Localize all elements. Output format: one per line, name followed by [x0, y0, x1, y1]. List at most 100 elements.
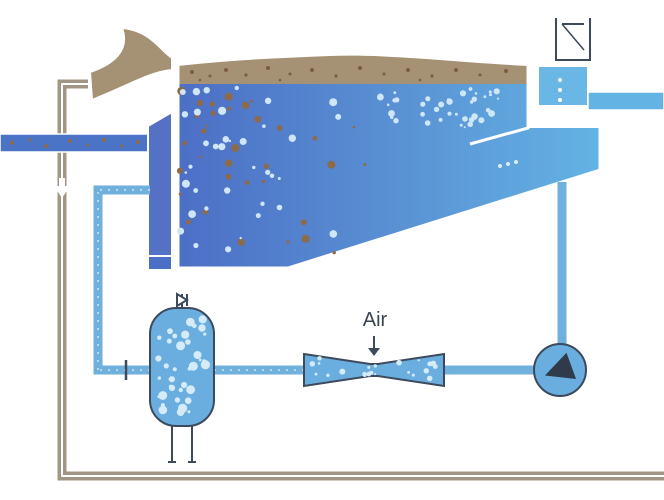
relief-valve-icon [176, 292, 189, 308]
floc-particle [246, 104, 250, 108]
venturi-bubble [339, 368, 346, 375]
air-bubble [218, 106, 227, 115]
saturator-bubble [168, 384, 172, 388]
floc-particle [276, 125, 283, 131]
air-bubble [488, 90, 492, 94]
saturator-bubble [185, 339, 191, 345]
venturi-bubble [432, 364, 438, 369]
air-bubble [459, 123, 463, 127]
air-bubble [469, 100, 474, 104]
air-bubble [471, 96, 477, 102]
saturator-bubble [158, 405, 168, 415]
air-bubble [394, 97, 400, 103]
air-bubble [467, 121, 474, 128]
air-bubble [393, 118, 399, 124]
air-bubble [425, 96, 431, 102]
air-bubble [228, 139, 232, 143]
floc-particle [205, 124, 209, 128]
air-bubble [276, 204, 283, 211]
air-bubble [260, 201, 265, 206]
air-bubble [488, 110, 495, 117]
saturator-bubble [186, 385, 196, 395]
air-bubble [262, 124, 266, 128]
air-bubble [193, 108, 201, 116]
pump-triangle-icon [544, 352, 577, 380]
saturator-bubble [198, 358, 202, 362]
venturi-bubble [362, 372, 367, 377]
saturator-bubble [198, 324, 206, 332]
saturator-bubble [168, 377, 172, 381]
saturator-bubble [200, 360, 210, 370]
floc-particle [209, 101, 215, 107]
floc-particle [262, 179, 266, 184]
floc-particle [176, 167, 184, 174]
air-bubble [224, 187, 231, 194]
saturator-bubble [187, 410, 191, 414]
venturi-bubble [427, 361, 433, 367]
air-bubble [265, 169, 271, 175]
air-bubble [204, 206, 209, 211]
air-bubble [234, 85, 239, 91]
air-bubble [218, 143, 226, 151]
air-bubble [269, 173, 275, 179]
saturator-bubble [188, 361, 198, 371]
air-label: Air [362, 309, 388, 331]
air-bubble [181, 111, 189, 118]
floc-particle [312, 135, 318, 141]
floc-particle [178, 192, 182, 196]
air-bubble [329, 230, 338, 238]
recycle-pipe [93, 182, 567, 380]
air-bubble [420, 111, 425, 117]
air-bubble [468, 87, 473, 91]
floc-particle [241, 101, 250, 110]
venturi-bubble [423, 368, 429, 374]
air-bubble [433, 106, 440, 113]
air-arrow-icon [368, 336, 380, 356]
flotation-tank [147, 18, 602, 271]
air-bubble [468, 117, 475, 123]
saturator-bubble [172, 333, 178, 339]
air-bubble [446, 98, 450, 102]
inlet-pipe [0, 133, 149, 153]
venturi-bubbles [309, 356, 438, 382]
venturi-bubble [309, 361, 315, 367]
air-bubble [388, 110, 395, 117]
air-bubble [239, 138, 247, 145]
venturi-bubble [367, 365, 371, 369]
air-bubble [459, 90, 467, 97]
saturator-bubble [193, 351, 202, 359]
floc-particle [186, 219, 192, 225]
floc-particle [301, 234, 310, 243]
air-bubble [489, 93, 492, 97]
air-bubble [420, 101, 426, 107]
floc-particle [231, 144, 240, 152]
air-bubble [463, 126, 466, 129]
air-injector [303, 336, 445, 388]
saturator-bubble [158, 391, 168, 400]
float-sludge-particles [190, 66, 508, 82]
saturator-bubble [198, 315, 207, 324]
air-bubble [496, 97, 500, 100]
air-bubble [177, 227, 185, 235]
air-bubble [222, 136, 230, 143]
saturator-bubble [172, 367, 177, 372]
air-bubble [438, 101, 445, 108]
air-bubble [239, 236, 242, 240]
floc-particle [332, 250, 336, 255]
saturator-bubble [166, 338, 172, 344]
air-bubble [181, 179, 190, 188]
venturi-bubble [317, 362, 321, 365]
saturator-bubble [176, 341, 186, 351]
air-bubble [264, 97, 272, 105]
air-bubble [393, 91, 397, 95]
floc-particle [210, 110, 216, 116]
floc-particle [196, 99, 204, 107]
floc-particle [244, 180, 250, 186]
floc-particle [201, 128, 207, 134]
saturator-bubble [157, 376, 161, 380]
saturator-bubble [167, 328, 173, 335]
saturator-bubble [174, 397, 181, 403]
air-bubble [212, 143, 219, 150]
air-bubble [390, 115, 394, 120]
saturator-bubble [163, 363, 169, 369]
